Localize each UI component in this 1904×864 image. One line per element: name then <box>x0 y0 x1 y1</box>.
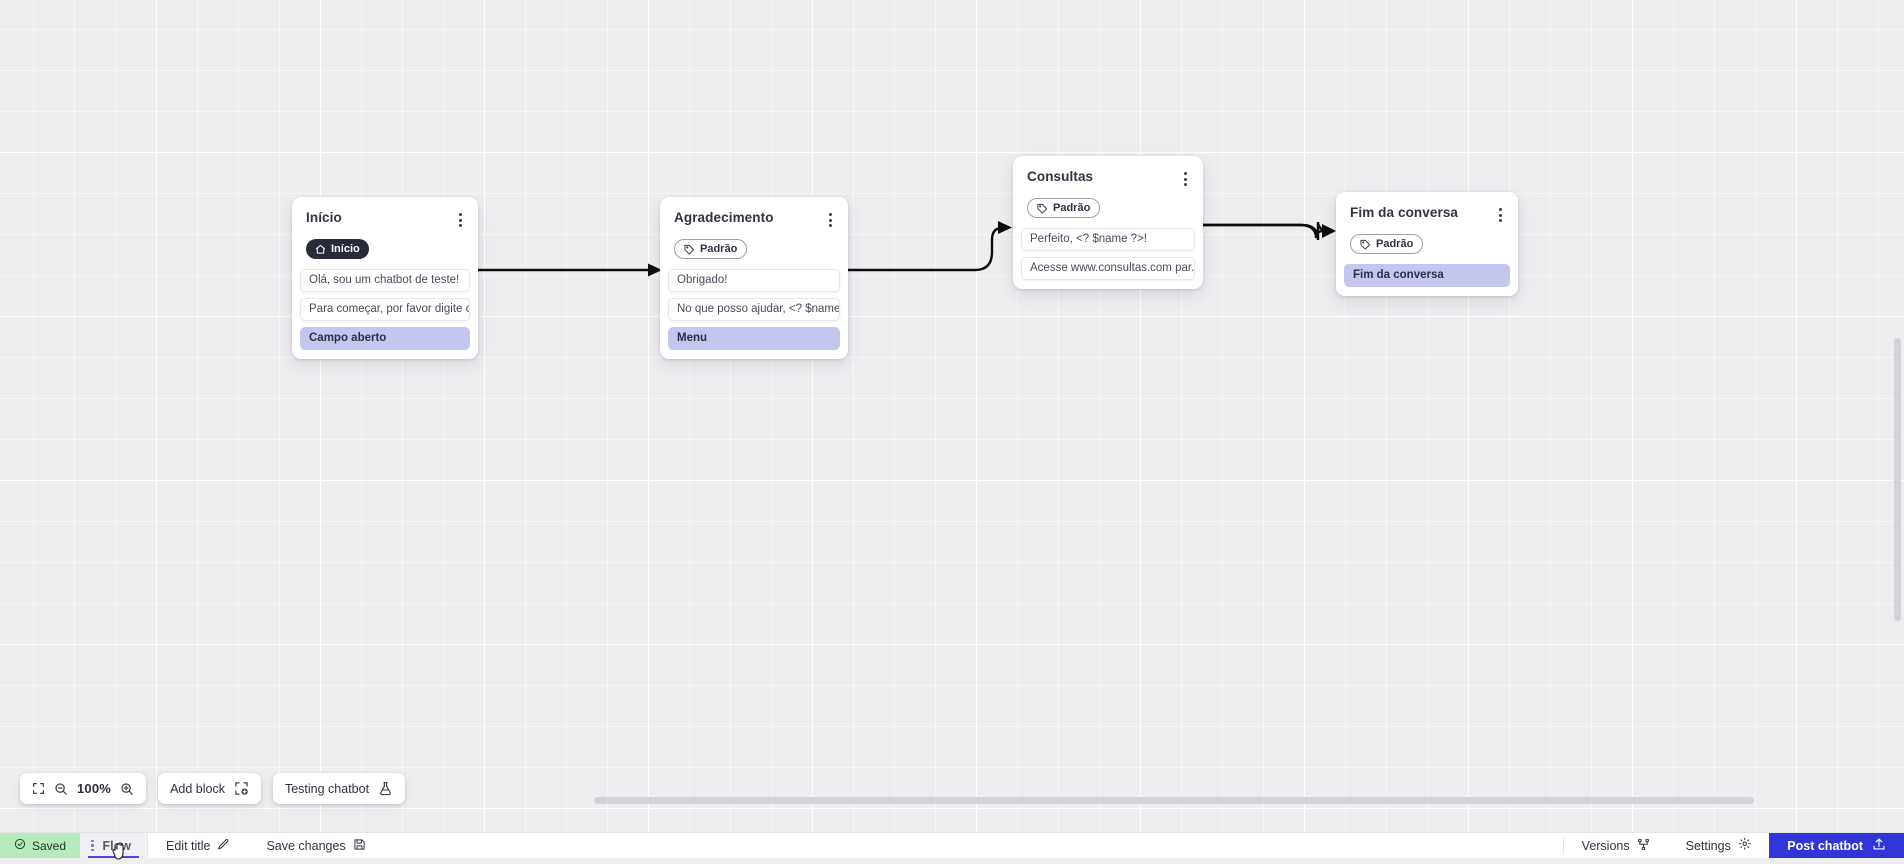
save-changes-label: Save changes <box>266 839 345 853</box>
connector-edges <box>0 0 1904 832</box>
home-icon <box>315 244 326 255</box>
versions-label: Versions <box>1582 839 1630 853</box>
edit-title-button[interactable]: Edit title <box>148 833 248 858</box>
node-badge-label: Padrão <box>1376 239 1413 250</box>
edge-arrow-3 <box>1322 224 1336 238</box>
node-title: Fim da conversa <box>1350 205 1458 221</box>
saved-label: Saved <box>32 839 66 853</box>
vertical-scrollbar-thumb[interactable] <box>1894 338 1901 621</box>
node-rows: Fim da conversa <box>1336 255 1518 287</box>
node-menu-button[interactable] <box>1180 169 1191 189</box>
flow-node-inicio[interactable]: Início Início Olá, sou um chatbot de tes… <box>292 197 478 359</box>
node-header: Consultas <box>1013 156 1203 189</box>
tag-icon <box>1037 203 1048 214</box>
node-title: Agradecimento <box>674 210 774 226</box>
node-badge-padrao[interactable]: Padrão <box>1350 234 1423 254</box>
edge-arrow-2 <box>998 221 1012 234</box>
post-chatbot-label: Post chatbot <box>1787 839 1863 853</box>
node-header: Agradecimento <box>660 197 848 230</box>
settings-button[interactable]: Settings <box>1668 833 1770 858</box>
upload-icon <box>1872 837 1886 854</box>
node-row[interactable]: No que posso ajudar, <? $name ... <box>668 298 840 321</box>
flow-node-fim-da-conversa[interactable]: Fim da conversa Padrão Fim da conversa <box>1336 192 1518 296</box>
floppy-disk-icon <box>353 838 366 854</box>
node-badge-label: Padrão <box>1053 203 1090 214</box>
flow-node-agradecimento[interactable]: Agradecimento Padrão Obrigado! No que po… <box>660 197 848 359</box>
tab-flow-label: Flow <box>103 839 131 853</box>
versions-button[interactable]: Versions <box>1564 833 1668 858</box>
edge-agradecimento-consultas <box>848 228 1002 270</box>
node-menu-button[interactable] <box>455 210 466 230</box>
node-badge-label: Início <box>331 244 360 255</box>
node-row[interactable]: Fim da conversa <box>1344 264 1510 287</box>
save-changes-button[interactable]: Save changes <box>248 833 383 858</box>
node-title: Início <box>306 210 342 226</box>
node-badge-label: Padrão <box>700 244 737 255</box>
node-header: Fim da conversa <box>1336 192 1518 225</box>
pencil-icon <box>217 838 230 854</box>
tab-flow[interactable]: Flow <box>80 833 148 858</box>
node-row[interactable]: Acesse www.consultas.com par... <box>1021 257 1195 280</box>
node-rows: Olá, sou um chatbot de teste! Para começ… <box>292 260 478 350</box>
node-header: Início <box>292 197 478 230</box>
bottom-bar-spacer <box>384 833 1563 858</box>
vertical-scrollbar[interactable] <box>1892 0 1904 832</box>
node-row[interactable]: Menu <box>668 327 840 350</box>
node-badge-row: Início <box>292 230 478 260</box>
settings-label: Settings <box>1686 839 1731 853</box>
flow-node-consultas[interactable]: Consultas Padrão Perfeito, <? $name ?>! … <box>1013 156 1203 289</box>
edit-title-label: Edit title <box>166 839 210 853</box>
edge-consultas-fim <box>1203 222 1326 240</box>
node-badge-padrao[interactable]: Padrão <box>1027 198 1100 218</box>
node-rows: Obrigado! No que posso ajudar, <? $name … <box>660 260 848 350</box>
branch-icon <box>1637 838 1650 854</box>
node-row[interactable]: Obrigado! <box>668 269 840 292</box>
node-badge-row: Padrão <box>1336 225 1518 255</box>
node-badge-row: Padrão <box>1013 189 1203 219</box>
node-row[interactable]: Para começar, por favor digite o ... <box>300 298 470 321</box>
horizontal-scrollbar[interactable] <box>0 794 1904 806</box>
flow-canvas[interactable]: Início Início Olá, sou um chatbot de tes… <box>0 0 1904 832</box>
node-badge-inicio[interactable]: Início <box>306 239 369 259</box>
node-row[interactable]: Olá, sou um chatbot de teste! <box>300 269 470 292</box>
post-chatbot-button[interactable]: Post chatbot <box>1769 833 1904 858</box>
edge-consultas-fim-2 <box>1203 225 1326 238</box>
kebab-vertical-icon[interactable] <box>88 840 97 852</box>
check-circle-icon <box>14 838 26 853</box>
node-title: Consultas <box>1027 169 1093 185</box>
tag-icon <box>684 244 695 255</box>
node-badge-padrao[interactable]: Padrão <box>674 239 747 259</box>
bottom-bar: Saved Flow Edit title Save changes Versi… <box>0 832 1904 858</box>
tag-icon <box>1360 239 1371 250</box>
gear-icon <box>1738 837 1752 854</box>
node-row[interactable]: Campo aberto <box>300 327 470 350</box>
node-row[interactable]: Perfeito, <? $name ?>! <box>1021 228 1195 251</box>
horizontal-scrollbar-thumb[interactable] <box>594 797 1754 804</box>
node-menu-button[interactable] <box>825 210 836 230</box>
node-rows: Perfeito, <? $name ?>! Acesse www.consul… <box>1013 219 1203 280</box>
saved-status: Saved <box>0 833 80 858</box>
node-badge-row: Padrão <box>660 230 848 260</box>
node-menu-button[interactable] <box>1495 205 1506 225</box>
